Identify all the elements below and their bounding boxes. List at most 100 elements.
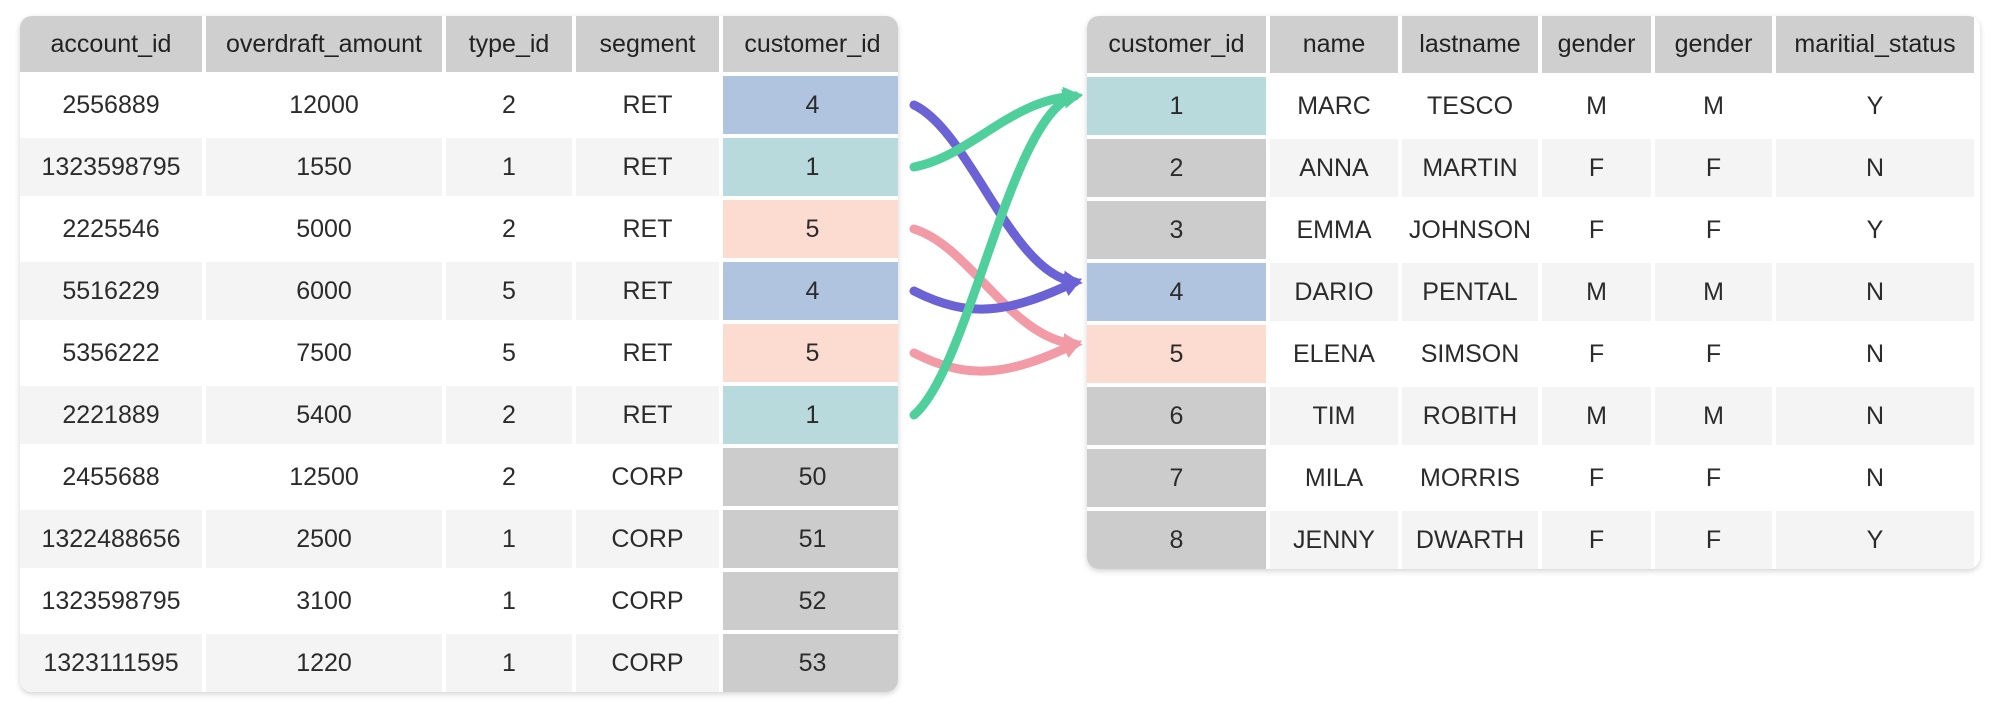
accounts-cell-type-id: 5 bbox=[446, 262, 572, 320]
accounts-cell-segment: RET bbox=[576, 200, 719, 258]
accounts-cell-type-id: 1 bbox=[446, 572, 572, 630]
accounts-cell-segment: CORP bbox=[576, 448, 719, 506]
accounts-cell-segment: CORP bbox=[576, 510, 719, 568]
accounts-cell-overdraft-amount: 12000 bbox=[206, 76, 442, 134]
accounts-header-overdraft-amount: overdraft_amount bbox=[206, 16, 442, 72]
accounts-cell-type-id: 1 bbox=[446, 634, 572, 692]
customers-cell-gender: M bbox=[1542, 77, 1651, 135]
customers-cell-name: EMMA bbox=[1270, 201, 1398, 259]
customers-cell-name: ELENA bbox=[1270, 325, 1398, 383]
customers-cell-maritial-status: N bbox=[1776, 139, 1974, 197]
customers-cell-gender2: M bbox=[1655, 263, 1772, 321]
accounts-cell-overdraft-amount: 1220 bbox=[206, 634, 442, 692]
accounts-cell-segment: RET bbox=[576, 324, 719, 382]
customers-cell-gender2: F bbox=[1655, 201, 1772, 259]
customers-header-gender: gender bbox=[1542, 16, 1651, 73]
customers-header-customer-id: customer_id bbox=[1087, 16, 1266, 73]
accounts-cell-segment: CORP bbox=[576, 572, 719, 630]
accounts-cell-account-id: 1323111595 bbox=[20, 634, 202, 692]
customers-cell-maritial-status: N bbox=[1776, 325, 1974, 383]
accounts-cell-account-id: 2221889 bbox=[20, 386, 202, 444]
accounts-customer-id-cell: 4 bbox=[723, 262, 898, 320]
customers-cell-maritial-status: Y bbox=[1776, 201, 1974, 259]
customers-cell-lastname: MARTIN bbox=[1402, 139, 1538, 197]
customers-cell-lastname: SIMSON bbox=[1402, 325, 1538, 383]
accounts-cell-overdraft-amount: 5400 bbox=[206, 386, 442, 444]
accounts-cell-type-id: 2 bbox=[446, 200, 572, 258]
accounts-customer-id-cell: 5 bbox=[723, 324, 898, 382]
customers-customer-id-cell: 5 bbox=[1087, 325, 1266, 383]
customers-cell-name: ANNA bbox=[1270, 139, 1398, 197]
accounts-cell-segment: RET bbox=[576, 386, 719, 444]
customers-cell-maritial-status: N bbox=[1776, 449, 1974, 507]
accounts-customer-id-cell: 1 bbox=[723, 386, 898, 444]
accounts-header-account-id: account_id bbox=[20, 16, 202, 72]
customers-cell-maritial-status: Y bbox=[1776, 511, 1974, 569]
customers-cell-name: MILA bbox=[1270, 449, 1398, 507]
accounts-header-segment: segment bbox=[576, 16, 719, 72]
accounts-customer-id-cell: 52 bbox=[723, 572, 898, 630]
customers-cell-maritial-status: N bbox=[1776, 263, 1974, 321]
customers-cell-lastname: JOHNSON bbox=[1402, 201, 1538, 259]
accounts-customer-id-cell: 4 bbox=[723, 76, 898, 134]
relationship-arrow bbox=[909, 339, 1083, 376]
customers-cell-gender2: M bbox=[1655, 387, 1772, 445]
accounts-cell-overdraft-amount: 12500 bbox=[206, 448, 442, 506]
customers-customer-id-cell: 7 bbox=[1087, 449, 1266, 507]
customers-cell-gender: F bbox=[1542, 511, 1651, 569]
customers-cell-gender2: F bbox=[1655, 449, 1772, 507]
accounts-cell-overdraft-amount: 3100 bbox=[206, 572, 442, 630]
customers-cell-maritial-status: Y bbox=[1776, 77, 1974, 135]
accounts-cell-account-id: 5356222 bbox=[20, 324, 202, 382]
accounts-cell-account-id: 1323598795 bbox=[20, 138, 202, 196]
accounts-customer-id-cell: 50 bbox=[723, 448, 898, 506]
accounts-cell-account-id: 2455688 bbox=[20, 448, 202, 506]
customers-cell-maritial-status: N bbox=[1776, 387, 1974, 445]
relationship-arrow bbox=[909, 224, 1083, 353]
accounts-cell-overdraft-amount: 1550 bbox=[206, 138, 442, 196]
accounts-cell-segment: RET bbox=[576, 138, 719, 196]
customers-customer-id-cell: 3 bbox=[1087, 201, 1266, 259]
customers-cell-lastname: PENTAL bbox=[1402, 263, 1538, 321]
customers-cell-gender: F bbox=[1542, 201, 1651, 259]
accounts-header-customer-id: customer_id bbox=[723, 16, 898, 72]
accounts-cell-overdraft-amount: 6000 bbox=[206, 262, 442, 320]
customers-customer-id-cell: 4 bbox=[1087, 263, 1266, 321]
customers-customer-id-cell: 2 bbox=[1087, 139, 1266, 197]
accounts-cell-segment: RET bbox=[576, 76, 719, 134]
relationship-arrow bbox=[909, 277, 1083, 314]
accounts-cell-type-id: 1 bbox=[446, 510, 572, 568]
accounts-cell-account-id: 1323598795 bbox=[20, 572, 202, 630]
customers-cell-gender2: F bbox=[1655, 325, 1772, 383]
customers-cell-gender: F bbox=[1542, 325, 1651, 383]
accounts-customer-id-cell: 53 bbox=[723, 634, 898, 692]
customers-cell-gender2: F bbox=[1655, 139, 1772, 197]
customers-header-maritial-status: maritial_status bbox=[1776, 16, 1974, 73]
accounts-customer-id-cell: 51 bbox=[723, 510, 898, 568]
accounts-cell-type-id: 1 bbox=[446, 138, 572, 196]
accounts-customer-id-cell: 1 bbox=[723, 138, 898, 196]
accounts-cell-account-id: 1322488656 bbox=[20, 510, 202, 568]
accounts-customer-id-cell: 5 bbox=[723, 200, 898, 258]
customers-cell-lastname: ROBITH bbox=[1402, 387, 1538, 445]
accounts-cell-type-id: 5 bbox=[446, 324, 572, 382]
accounts-cell-overdraft-amount: 5000 bbox=[206, 200, 442, 258]
customers-cell-lastname: TESCO bbox=[1402, 77, 1538, 135]
customers-cell-name: DARIO bbox=[1270, 263, 1398, 321]
customers-cell-gender: M bbox=[1542, 387, 1651, 445]
customers-cell-name: TIM bbox=[1270, 387, 1398, 445]
customers-customer-id-cell: 6 bbox=[1087, 387, 1266, 445]
accounts-cell-type-id: 2 bbox=[446, 386, 572, 444]
customers-cell-gender: F bbox=[1542, 139, 1651, 197]
accounts-cell-segment: RET bbox=[576, 262, 719, 320]
customers-cell-name: MARC bbox=[1270, 77, 1398, 135]
customers-header-lastname: lastname bbox=[1402, 16, 1538, 73]
relationship-arrow bbox=[909, 89, 1083, 420]
customers-cell-gender: M bbox=[1542, 263, 1651, 321]
customers-cell-gender2: M bbox=[1655, 77, 1772, 135]
customers-header-gender: gender bbox=[1655, 16, 1772, 73]
customers-cell-gender2: F bbox=[1655, 511, 1772, 569]
customers-header-name: name bbox=[1270, 16, 1398, 73]
